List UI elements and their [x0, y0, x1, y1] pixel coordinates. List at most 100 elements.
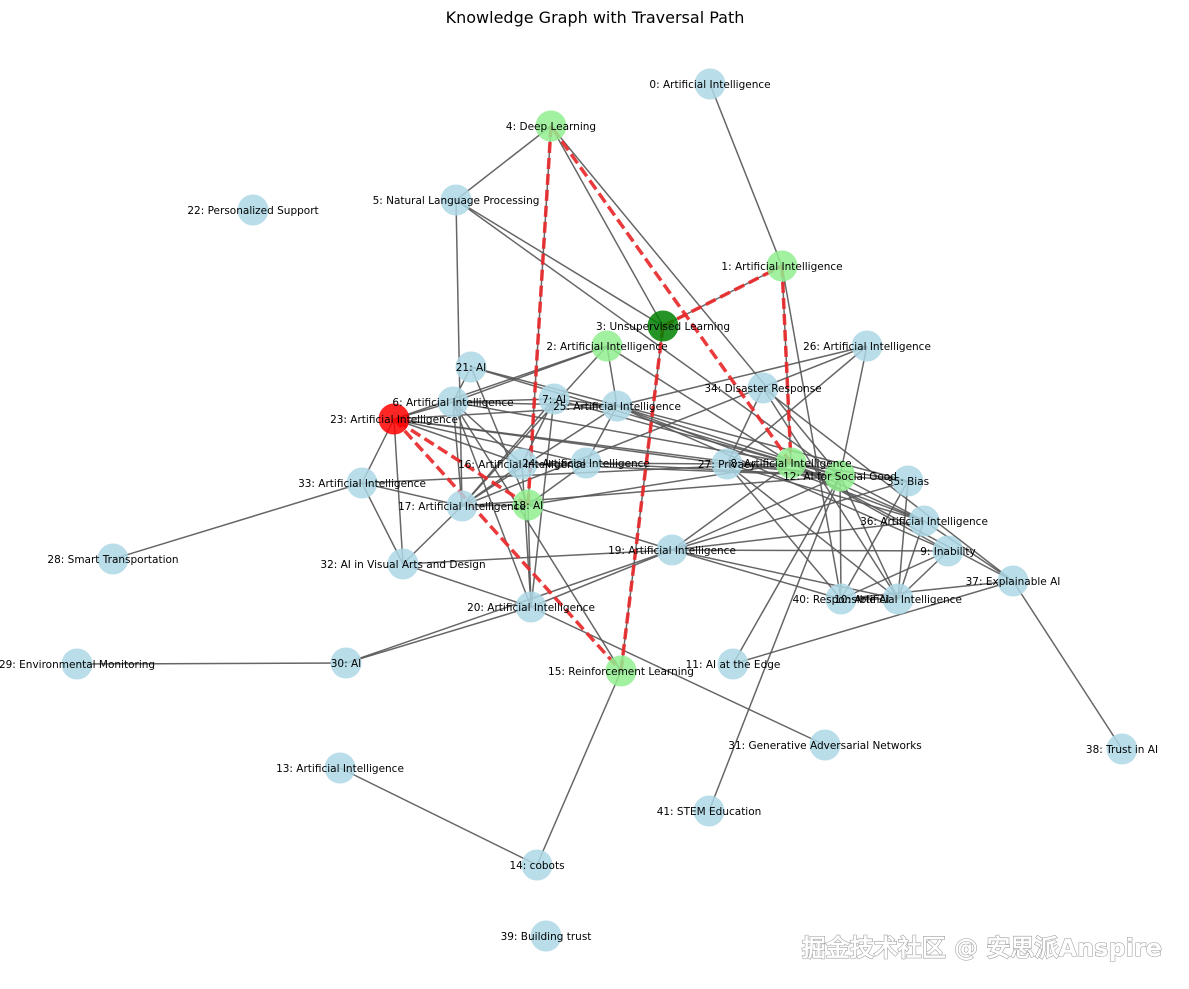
node-3[interactable] — [647, 310, 679, 342]
node-30[interactable] — [330, 647, 362, 679]
edge-18-19 — [527, 504, 673, 551]
node-label-36: 36: Artificial Intelligence — [860, 516, 988, 528]
node-40[interactable] — [825, 583, 857, 615]
node-7[interactable] — [538, 383, 570, 415]
node-32[interactable] — [387, 548, 419, 580]
node-label-30: 30: AI — [331, 658, 362, 670]
node-label-35: 35: Bias — [887, 476, 929, 488]
edge-25-9 — [616, 405, 949, 552]
node-label-33: 33: Artificial Intelligence — [298, 478, 426, 490]
node-label-18: 18: AI — [513, 500, 544, 512]
chart-title: Knowledge Graph with Traversal Path — [446, 8, 745, 27]
node-label-13: 13: Artificial Intelligence — [276, 763, 404, 775]
edge-37-40 — [840, 580, 1014, 600]
node-28[interactable] — [97, 543, 129, 575]
path-edge-layer — [392, 124, 793, 673]
edge-3-4 — [550, 125, 664, 327]
node-label-29: 29: Environmental Monitoring — [0, 659, 155, 671]
node-1[interactable] — [766, 250, 798, 282]
node-5[interactable] — [440, 184, 472, 216]
node-39[interactable] — [530, 920, 562, 952]
node-label-9: 9: Inability — [920, 546, 976, 558]
node-24[interactable] — [570, 447, 602, 479]
edge-24-27 — [585, 462, 728, 465]
node-label-37: 37: Explainable AI — [966, 576, 1061, 588]
edge-17-33 — [361, 482, 463, 507]
node-31[interactable] — [809, 729, 841, 761]
node-29[interactable] — [61, 648, 93, 680]
node-37[interactable] — [997, 565, 1029, 597]
node-21[interactable] — [455, 351, 487, 383]
node-19[interactable] — [656, 534, 688, 566]
path-edge-15-3 — [619, 325, 665, 672]
node-0[interactable] — [694, 68, 726, 100]
edge-1-40 — [781, 265, 842, 600]
edge-35-40 — [840, 480, 909, 600]
edge-37-38 — [1012, 580, 1123, 750]
edge-35-10 — [897, 480, 909, 600]
edge-12-10 — [839, 475, 899, 600]
node-label-24: 24: Artificial Intelligence — [522, 458, 650, 470]
node-label-7: 7: AI — [542, 394, 566, 406]
edge-26-12 — [839, 345, 868, 477]
edge-6-15 — [452, 401, 622, 672]
edge-12-41 — [708, 475, 841, 812]
node-20[interactable] — [515, 591, 547, 623]
node-label-22: 22: Personalized Support — [187, 205, 318, 217]
node-14[interactable] — [521, 849, 553, 881]
node-25[interactable] — [601, 390, 633, 422]
node-38[interactable] — [1106, 733, 1138, 765]
node-10[interactable] — [882, 583, 914, 615]
node-16[interactable] — [506, 448, 538, 480]
node-label-21: 21: AI — [456, 362, 487, 374]
edge-25-17 — [461, 405, 618, 507]
node-12[interactable] — [824, 460, 856, 492]
node-26[interactable] — [851, 330, 883, 362]
edge-4-18 — [527, 125, 552, 506]
node-label-34: 34: Disaster Response — [704, 383, 821, 395]
node-27[interactable] — [711, 448, 743, 480]
path-edge-3-1 — [662, 264, 783, 328]
node-label-23: 23: Artificial Intelligence — [330, 414, 458, 426]
node-23[interactable] — [378, 403, 410, 435]
node-6[interactable] — [437, 386, 469, 418]
edge-23-24 — [393, 418, 587, 464]
node-35[interactable] — [892, 465, 924, 497]
edge-19-35 — [671, 480, 909, 551]
edge-18-20 — [527, 504, 532, 608]
node-41[interactable] — [693, 795, 725, 827]
node-11[interactable] — [717, 648, 749, 680]
edge-8-36 — [790, 462, 925, 522]
edge-12-36 — [839, 475, 925, 522]
node-label-39: 39: Building trust — [501, 931, 592, 943]
edge-4-5 — [455, 125, 552, 201]
edge-34-37 — [762, 387, 1014, 582]
node-2[interactable] — [591, 330, 623, 362]
edge-2-23 — [393, 345, 608, 420]
node-36[interactable] — [908, 505, 940, 537]
node-13[interactable] — [324, 752, 356, 784]
node-33[interactable] — [346, 467, 378, 499]
edge-12-11 — [732, 475, 841, 665]
node-label-15: 15: Reinforcement Learning — [548, 666, 694, 678]
node-label-0: 0: Artificial Intelligence — [649, 79, 770, 91]
node-label-10: 10: Artificial Intelligence — [834, 594, 962, 606]
node-17[interactable] — [446, 490, 478, 522]
path-edge-18-23 — [393, 417, 529, 507]
edge-5-12 — [455, 199, 841, 477]
edge-25-26 — [616, 345, 868, 407]
node-18[interactable] — [512, 489, 544, 521]
edge-4-12 — [550, 125, 841, 477]
node-4[interactable] — [535, 110, 567, 142]
node-label-20: 20: Artificial Intelligence — [467, 602, 595, 614]
node-8[interactable] — [775, 447, 807, 479]
node-22[interactable] — [237, 194, 269, 226]
node-9[interactable] — [932, 535, 964, 567]
edge-21-8 — [470, 366, 792, 464]
node-label-26: 26: Artificial Intelligence — [803, 341, 931, 353]
node-34[interactable] — [747, 372, 779, 404]
node-15[interactable] — [605, 655, 637, 687]
edge-26-27 — [726, 345, 868, 465]
edge-6-7 — [452, 398, 555, 403]
